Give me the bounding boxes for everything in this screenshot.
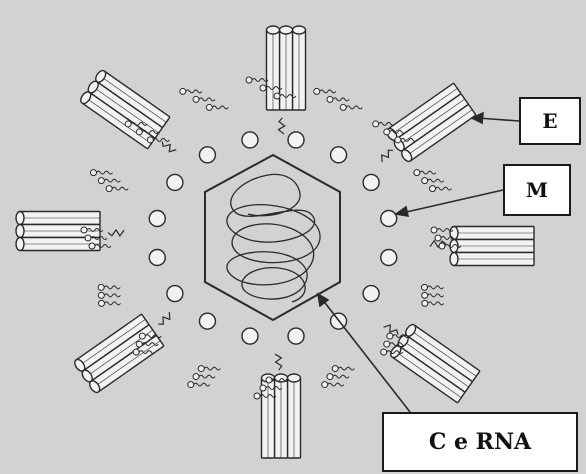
membrane-circle — [288, 132, 304, 148]
envelope-protein-bundle — [385, 83, 476, 163]
membrane-circle — [149, 210, 165, 226]
membrane-circle — [288, 328, 304, 344]
callout-c-rna: C e RNA — [382, 412, 578, 472]
membrane-circle — [381, 250, 397, 266]
callout-e: E — [519, 97, 581, 145]
membrane-circle — [331, 147, 347, 163]
envelope-protein-bundle — [16, 212, 100, 251]
anchor-wiggle — [278, 118, 284, 134]
lipid-tail-group — [90, 170, 128, 192]
lipid-tail-group — [180, 88, 228, 110]
membrane-circle — [242, 328, 258, 344]
membrane-circle — [381, 210, 397, 226]
anchor-wiggle — [275, 354, 282, 370]
membrane-circle — [149, 250, 165, 266]
membrane-circle — [199, 313, 215, 329]
anchor-wiggle — [382, 150, 393, 162]
anchor-wiggle — [158, 312, 169, 324]
membrane-circle — [167, 174, 183, 190]
envelope-protein-bundle — [450, 227, 534, 266]
membrane-circle — [167, 286, 183, 302]
lipid-tail-group — [422, 284, 444, 306]
lipid-tail-group — [414, 170, 452, 192]
membrane-circle — [363, 286, 379, 302]
rna-coil — [227, 174, 320, 302]
lipid-tail-group — [314, 88, 362, 110]
membrane-circle — [363, 174, 379, 190]
envelope-protein-bundle — [73, 314, 164, 394]
anchor-wiggle — [162, 142, 176, 152]
lipid-tail-group — [322, 366, 354, 388]
envelope-protein-bundle — [79, 69, 170, 149]
lipid-tail-group — [98, 284, 120, 306]
membrane-circle — [199, 147, 215, 163]
anchor-wiggle — [108, 230, 124, 236]
membrane-circle — [242, 132, 258, 148]
membrane-circles-layer — [149, 132, 396, 344]
lipid-tail-group — [188, 366, 220, 388]
callout-m: M — [503, 164, 571, 216]
